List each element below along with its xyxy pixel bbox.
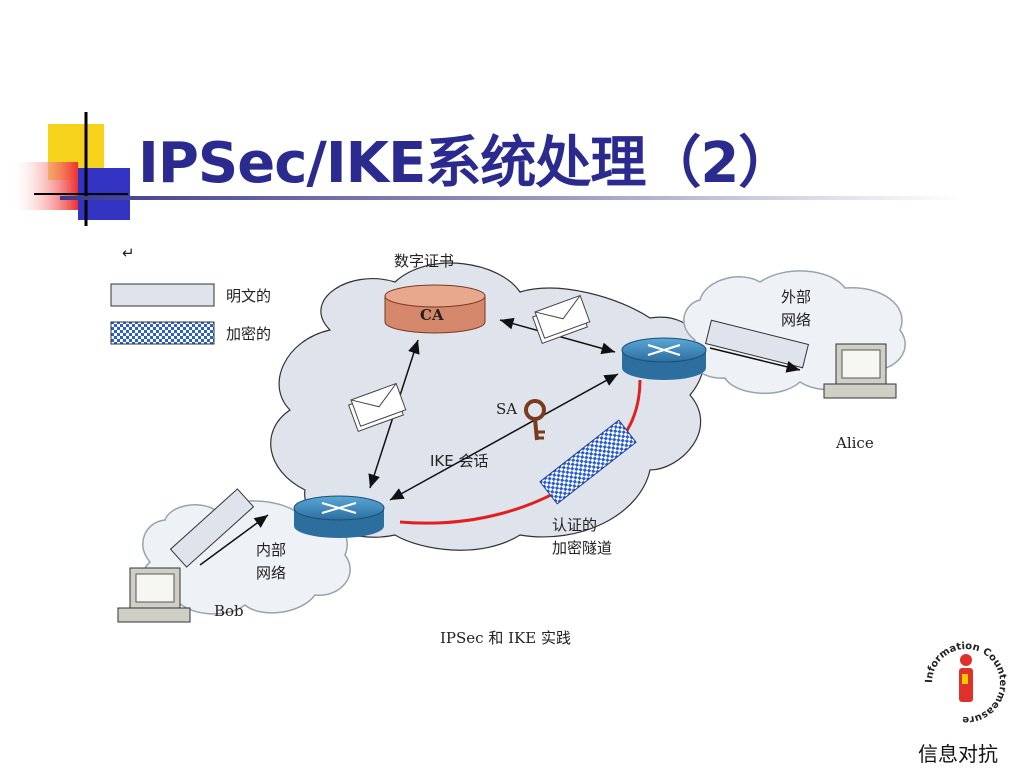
arrow-ike-session bbox=[389, 373, 619, 501]
information-countermeasure-logo: Information Countermeasure bbox=[924, 641, 1008, 725]
bob-computer-icon bbox=[117, 567, 191, 623]
red-block bbox=[14, 162, 78, 210]
logo-caption: 信息对抗 bbox=[918, 742, 998, 766]
slide-header-decoration bbox=[14, 112, 130, 226]
legend-return-mark: ↵ bbox=[122, 244, 135, 262]
plaintext-packet-left bbox=[169, 488, 255, 568]
legend-encrypted-label: 加密的 bbox=[226, 325, 271, 343]
legend-encrypted-swatch bbox=[110, 321, 215, 345]
diagram-caption: IPSec 和 IKE 实践 bbox=[440, 629, 571, 647]
certificate-label: 数字证书 bbox=[394, 252, 454, 270]
external-network-line1: 外部 bbox=[781, 288, 811, 306]
internal-network-line1: 内部 bbox=[256, 541, 286, 559]
arrow-packet-to-alice bbox=[709, 347, 801, 373]
envelope-icon-left bbox=[348, 382, 407, 433]
legend-plaintext-label: 明文的 bbox=[226, 287, 271, 305]
ike-session-label: IKE 会话 bbox=[430, 452, 489, 470]
plaintext-packet-right bbox=[704, 319, 810, 369]
sa-label: SA bbox=[496, 400, 517, 418]
envelope-icon-top bbox=[532, 294, 591, 345]
external-network-line2: 网络 bbox=[781, 311, 811, 329]
ca-label: CA bbox=[420, 306, 444, 324]
bob-label: Bob bbox=[214, 602, 244, 620]
slide-title: IPSec/IKE系统处理（2） bbox=[138, 131, 794, 196]
ca-server bbox=[384, 284, 486, 334]
router-right bbox=[621, 337, 707, 380]
title-underline bbox=[60, 196, 960, 200]
alice-computer-icon bbox=[823, 343, 897, 399]
legend-plaintext-swatch bbox=[110, 283, 215, 307]
router-left bbox=[293, 495, 385, 538]
alice-label: Alice bbox=[835, 434, 874, 452]
arrow-packet-to-router bbox=[199, 514, 269, 566]
internal-network-line2: 网络 bbox=[256, 564, 286, 582]
tunnel-label-line1: 认证的 bbox=[552, 516, 597, 534]
tunnel-label-line2: 加密隧道 bbox=[552, 539, 612, 557]
key-icon bbox=[524, 399, 546, 441]
